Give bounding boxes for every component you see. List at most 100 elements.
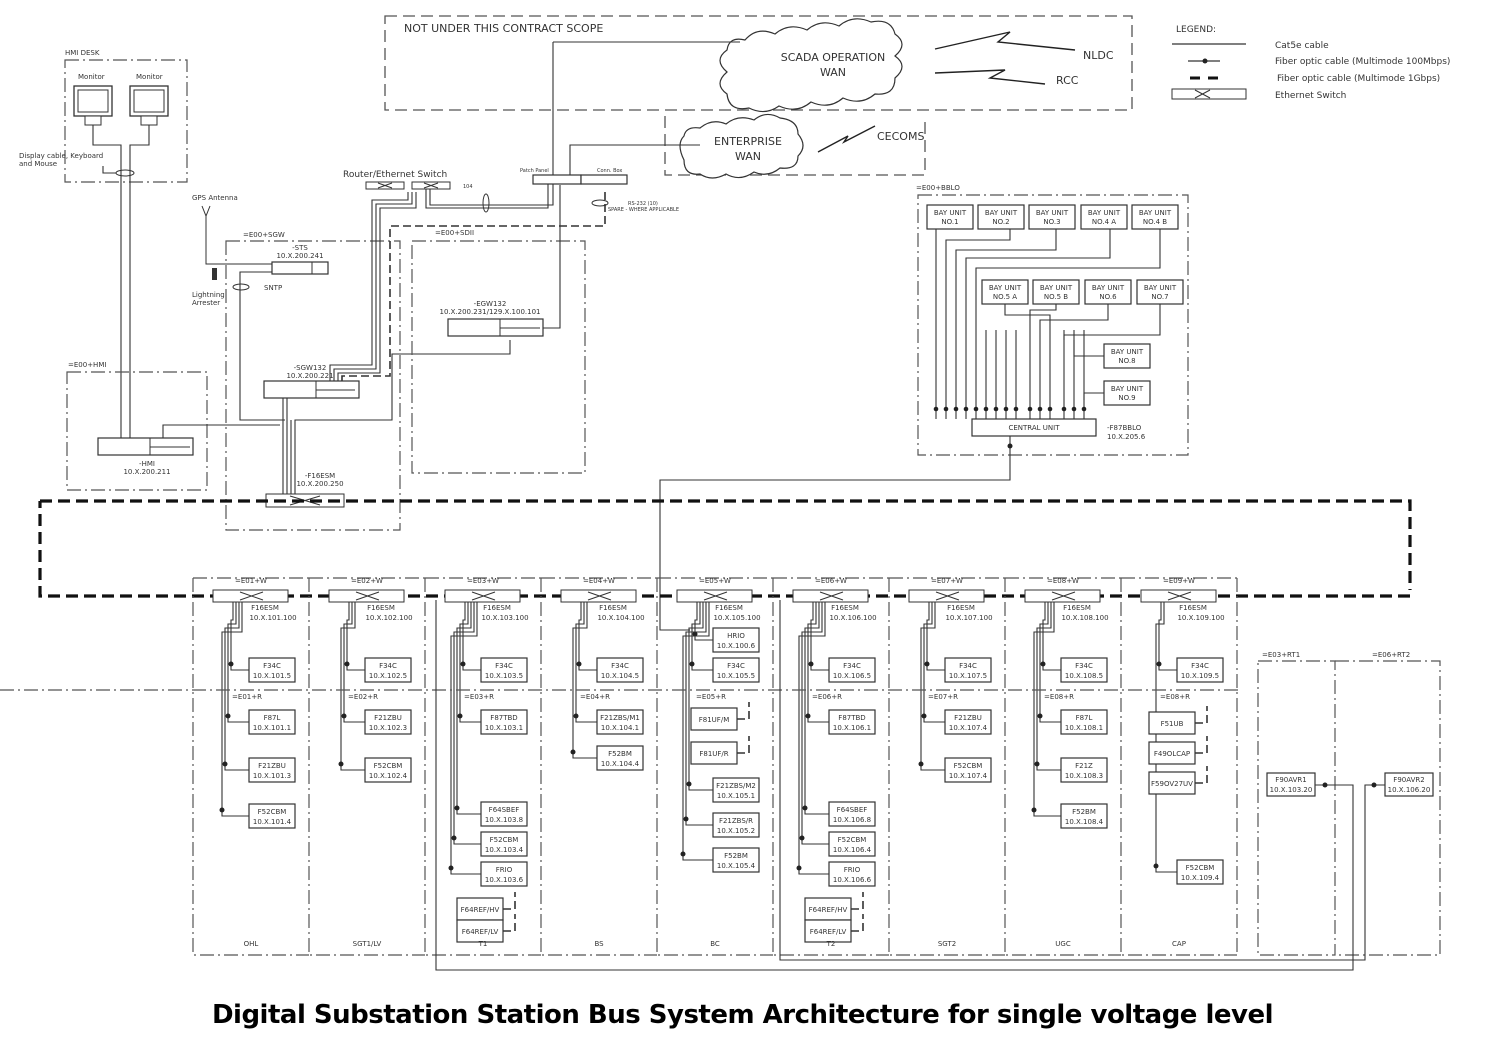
- bay-unit-title: BAY UNIT: [989, 284, 1022, 292]
- bay-sgt1lv: =E02+W=E02+RF16ESM10.X.102.100F34C10.X.1…: [308, 577, 425, 956]
- monitor-1-icon: [73, 85, 113, 126]
- extra-ied-name: F64REF/LV: [462, 928, 499, 936]
- bay-switch-ip: 10.X.106.100: [829, 614, 876, 622]
- bay-ohl: =E01+W=E01+RF16ESM10.X.101.100F34C10.X.1…: [192, 577, 309, 956]
- station-bus-diagram: NOT UNDER THIS CONTRACT SCOPE SCADA OPER…: [0, 15, 1450, 971]
- sdi-zone: =E00+SDII -EGW132 10.X.200.231/129.X.100…: [411, 185, 586, 474]
- ied-box: [1060, 757, 1108, 783]
- ied-box: [944, 709, 992, 735]
- bay-zone-r: =E08+R: [1044, 693, 1074, 701]
- hmi-desk: HMI DESK Monitor Monitor Display cable, …: [19, 49, 188, 440]
- bay-unit-title: BAY UNIT: [1111, 385, 1144, 393]
- legend-title: LEGEND:: [1176, 25, 1216, 35]
- bay-unit-box: [1136, 279, 1184, 305]
- bay-name-label: SGT1/LV: [353, 940, 382, 948]
- hmi-name: -HMI: [139, 460, 155, 468]
- extra-ied-name: F64REF/HV: [461, 906, 500, 914]
- bay-switch-name: F16ESM: [1179, 604, 1207, 612]
- bay-unit-number: NO.4 B: [1143, 218, 1167, 226]
- ied-ip: 10.X.104.4: [601, 760, 640, 768]
- bay-switch-icon: [1140, 589, 1217, 603]
- ied-ip: 10.X.108.1: [1065, 724, 1103, 732]
- bay-name-label: BS: [594, 940, 604, 948]
- bay-unit-title: BAY UNIT: [1139, 209, 1172, 217]
- legend-item-fiber-100: Fiber optic cable (Multimode 100Mbps): [1275, 57, 1450, 67]
- gps: GPS Antenna Lightning Arrester SNTP: [192, 194, 282, 307]
- central-unit-label: CENTRAL UNIT: [1008, 424, 1060, 432]
- ied-ip: 10.X.106.4: [833, 846, 872, 854]
- bay-unit-box: [1080, 204, 1128, 230]
- ied-box: [248, 657, 296, 683]
- ied-ip: 10.X.101.4: [253, 818, 292, 826]
- ied-name: F21ZBU: [258, 762, 286, 770]
- bay-zone-w: =E07+W: [931, 577, 963, 585]
- rcc-link-icon: [934, 69, 1046, 85]
- ied-name: F87TBD: [490, 714, 517, 722]
- ied-name: F21ZBS/M2: [716, 782, 756, 790]
- bay-unit-title: BAY UNIT: [985, 209, 1018, 217]
- egw-ip: 10.X.200.231/129.X.100.101: [439, 308, 540, 316]
- ied-name: F52CBM: [490, 836, 519, 844]
- ied-name: F52BM: [1072, 808, 1096, 816]
- rs232-label: RS-232 (10): [628, 201, 658, 207]
- legend-item-cat5e: Cat5e cable: [1275, 41, 1329, 51]
- ied-ip: 10.X.101.5: [253, 672, 291, 680]
- cable-note-line1: Display cable, Keyboard: [19, 152, 103, 160]
- extra-ied-name: F49OLCAP: [1154, 750, 1190, 758]
- bay-unit-number: NO.9: [1118, 394, 1135, 402]
- patch-panel-icon: [532, 174, 582, 185]
- bay-switch-icon: [560, 589, 637, 603]
- bay-unit-title: BAY UNIT: [1092, 284, 1125, 292]
- ied-name: F87TBD: [838, 714, 865, 722]
- central-unit-name: -F87BBLO: [1107, 424, 1142, 432]
- bay-unit-number: NO.7: [1151, 293, 1168, 301]
- bay-unit-title: BAY UNIT: [1036, 209, 1069, 217]
- extra-ied-name: F59OV27UV: [1151, 780, 1193, 788]
- ied-name: F21Z: [1075, 762, 1093, 770]
- ied-box: [712, 657, 760, 683]
- external-scope-zone: NOT UNDER THIS CONTRACT SCOPE SCADA OPER…: [384, 15, 1133, 179]
- bay-switch-icon: [328, 589, 405, 603]
- bay-switch-icon: [1024, 589, 1101, 603]
- cecoms-link-icon: [817, 125, 876, 153]
- esm-name: -F16ESM: [305, 472, 335, 480]
- ied-name: F34C: [959, 662, 977, 670]
- ied-ip: 10.X.106.5: [833, 672, 871, 680]
- ied-ip: 10.X.109.4: [1181, 874, 1220, 882]
- bay-switch-ip: 10.X.101.100: [249, 614, 296, 622]
- patch-panel-label: Patch Panel: [520, 168, 549, 174]
- ied-ip: 10.X.105.4: [717, 862, 756, 870]
- bay-zone-r: =E05+R: [696, 693, 726, 701]
- enterprise-wan-line1: ENTERPRISE: [714, 135, 782, 148]
- hmi-server-icon: [97, 437, 194, 456]
- spare-label: SPARE - WHERE APPLICABLE: [608, 207, 679, 213]
- ied-name: F87L: [264, 714, 281, 722]
- bay-zone-w: =E04+W: [583, 577, 615, 585]
- ied-ip: 10.X.108.5: [1065, 672, 1103, 680]
- bay-name-label: SGT2: [938, 940, 956, 948]
- ied-name: F52CBM: [838, 836, 867, 844]
- bay-cap: =E09+W=E08+RF16ESM10.X.109.100F34C10.X.1…: [1120, 577, 1238, 956]
- bay-unit-box: [926, 204, 974, 230]
- extra-ied-name: F81UF/M: [699, 716, 729, 724]
- ied-name: HRIO: [727, 632, 745, 640]
- scada-wan-cloud: SCADA OPERATION WAN: [719, 18, 903, 113]
- ied-box: [248, 757, 296, 783]
- ied-ip: 10.X.105.2: [717, 827, 755, 835]
- cable-count-label: 104: [463, 184, 473, 190]
- ied-ip: 10.X.106.6: [833, 876, 872, 884]
- extra-ied-name: F51UB: [1161, 720, 1184, 728]
- ied-name: F21ZBU: [374, 714, 402, 722]
- bay-unit-box: [977, 204, 1025, 230]
- sdi-zone-label: =E00+SDII: [435, 229, 474, 237]
- ied-ip: 10.X.102.3: [369, 724, 407, 732]
- bay-switch-ip: 10.X.105.100: [713, 614, 760, 622]
- ied-name: F34C: [1191, 662, 1209, 670]
- ied-name: F64SBEF: [489, 806, 520, 814]
- bay-ugc: =E08+W=E08+RF16ESM10.X.108.100F34C10.X.1…: [1004, 577, 1121, 956]
- bay-name-label: CAP: [1172, 940, 1186, 948]
- ied-box: [480, 861, 528, 887]
- bay-switch-ip: 10.X.107.100: [945, 614, 992, 622]
- ied-ip: 10.X.106.8: [833, 816, 871, 824]
- bay-switch-ip: 10.X.109.100: [1177, 614, 1224, 622]
